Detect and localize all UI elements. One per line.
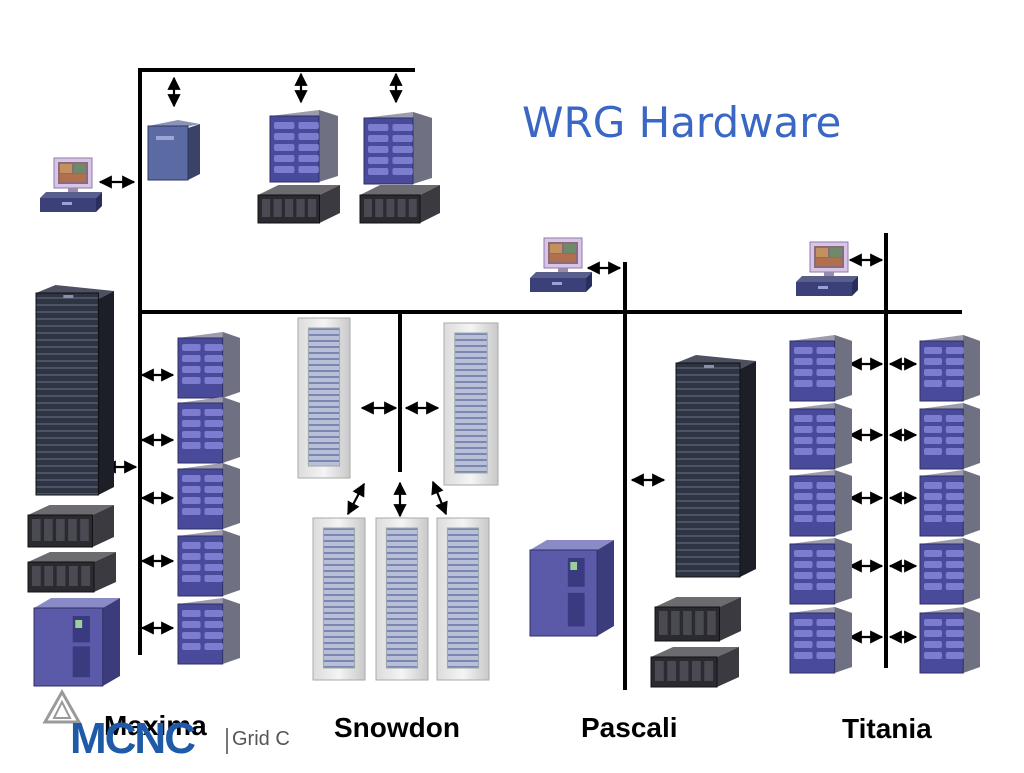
double-arrow-icon bbox=[347, 482, 365, 516]
server-icon bbox=[177, 530, 240, 597]
devices bbox=[27, 110, 980, 688]
server-icon bbox=[789, 607, 852, 674]
triangle-logo-icon bbox=[42, 688, 82, 724]
tape-library-icon bbox=[33, 598, 120, 687]
server-icon bbox=[789, 403, 852, 470]
server-icon bbox=[177, 332, 240, 399]
logo-divider bbox=[226, 728, 228, 754]
rack-cabinet-icon bbox=[443, 322, 499, 486]
grid-logo-text: Grid C bbox=[232, 728, 290, 750]
tower-server-icon bbox=[675, 355, 756, 578]
server-icon bbox=[789, 470, 852, 537]
storage-unit-icon bbox=[27, 505, 114, 548]
label-snowdon: Snowdon bbox=[334, 712, 460, 743]
rack-cabinet-icon bbox=[312, 517, 366, 681]
workstation-icon bbox=[796, 241, 858, 296]
rack-cabinet-icon bbox=[297, 317, 351, 479]
server-icon bbox=[363, 112, 432, 185]
mcnc-logo-text: MCNC bbox=[70, 714, 196, 763]
label-pascali: Pascali bbox=[581, 712, 678, 743]
server-icon bbox=[177, 598, 240, 665]
storage-unit-icon bbox=[27, 552, 116, 593]
label-titania: Titania bbox=[842, 713, 932, 744]
server-icon bbox=[919, 335, 980, 402]
server-icon bbox=[919, 470, 980, 537]
ups-unit-icon bbox=[147, 120, 200, 181]
server-icon bbox=[919, 403, 980, 470]
rack-cabinet-icon bbox=[436, 517, 490, 681]
workstation-icon bbox=[530, 237, 592, 292]
label-maxima: Maxima bbox=[104, 710, 207, 741]
double-arrow-icon bbox=[431, 480, 448, 516]
page-title: WRG Hardware bbox=[522, 98, 842, 147]
storage-unit-icon bbox=[257, 185, 340, 224]
network-lines bbox=[138, 68, 962, 690]
server-icon bbox=[789, 335, 852, 402]
connection-arrows bbox=[98, 72, 918, 644]
storage-unit-icon bbox=[654, 597, 741, 642]
tower-server-icon bbox=[35, 285, 114, 496]
storage-unit-icon bbox=[650, 647, 739, 688]
server-icon bbox=[177, 463, 240, 530]
server-icon bbox=[789, 538, 852, 605]
workstation-icon bbox=[40, 157, 102, 212]
storage-unit-icon bbox=[359, 185, 440, 224]
server-icon bbox=[177, 397, 240, 464]
server-icon bbox=[919, 607, 980, 674]
mcnc-logo: MCNC Grid C bbox=[40, 688, 290, 763]
rack-cabinet-icon bbox=[375, 517, 429, 681]
server-icon bbox=[919, 538, 980, 605]
tape-library-icon bbox=[529, 540, 614, 637]
server-icon bbox=[269, 110, 338, 183]
